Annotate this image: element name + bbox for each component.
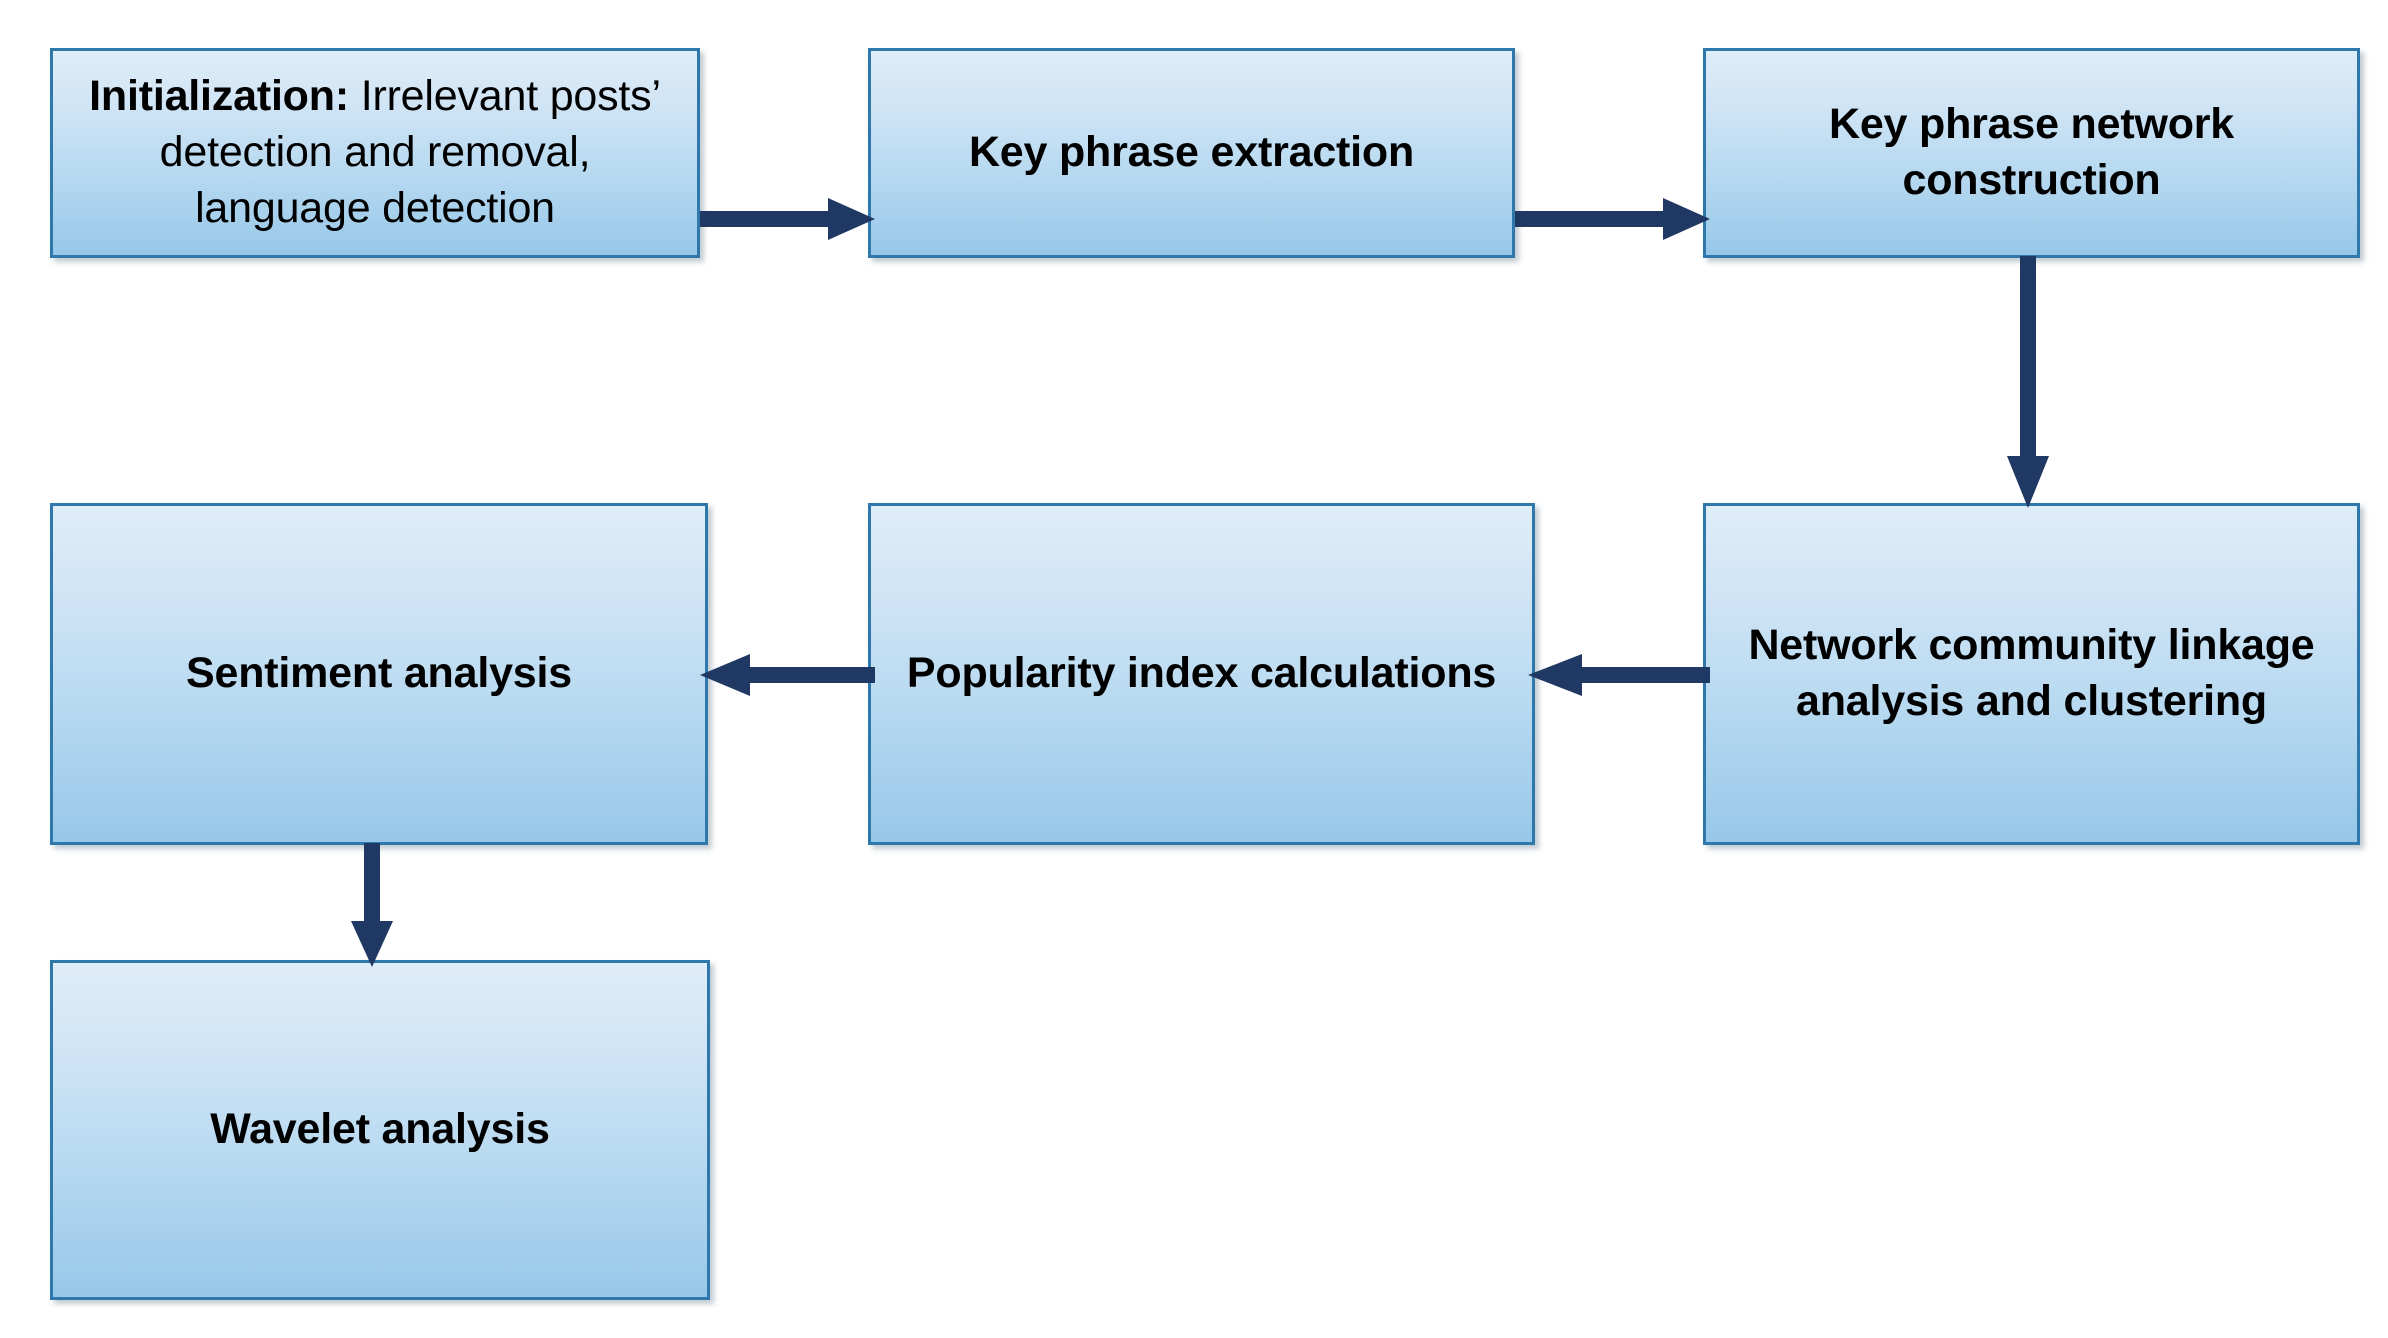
flow-node-initialization-lead: Initialization: (89, 72, 349, 121)
arrow-left-icon-community-to-popularity (1528, 652, 1710, 698)
arrow-right-icon-init-to-extraction (700, 196, 875, 242)
flow-node-wavelet-analysis-label: Wavelet analysis (210, 1105, 550, 1154)
arrow-right-icon-extraction-to-network (1515, 196, 1710, 242)
flow-node-sentiment-analysis-label: Sentiment analysis (186, 649, 572, 698)
flow-node-keyphrase-network-construction-label: Key phrase network construction (1828, 100, 2235, 204)
arrow-down-icon-network-to-community (2005, 256, 2051, 508)
flow-node-initialization[interactable]: Initialization: Irrelevant posts’ detect… (50, 48, 700, 258)
flow-node-keyphrase-extraction-label: Key phrase extraction (968, 128, 1415, 177)
arrow-left-icon-popularity-to-sentiment (700, 652, 875, 698)
flow-node-keyphrase-extraction[interactable]: Key phrase extraction (868, 48, 1515, 258)
flow-node-initialization-rest: Irrelevant posts’ detection and removal,… (159, 72, 661, 232)
arrow-down-icon-sentiment-to-wavelet (349, 843, 395, 967)
flow-node-network-community-clustering[interactable]: Network community linkage analysis and c… (1703, 503, 2360, 845)
flow-node-wavelet-analysis[interactable]: Wavelet analysis (50, 960, 710, 1300)
flow-node-popularity-index-calculations-label: Popularity index calculations (906, 649, 1497, 698)
flow-node-network-community-clustering-label: Network community linkage analysis and c… (1748, 621, 2315, 725)
flow-node-keyphrase-network-construction[interactable]: Key phrase network construction (1703, 48, 2360, 258)
flow-node-initialization-label: Initialization: Irrelevant posts’ detect… (53, 69, 697, 237)
flow-node-popularity-index-calculations[interactable]: Popularity index calculations (868, 503, 1535, 845)
flow-node-sentiment-analysis[interactable]: Sentiment analysis (50, 503, 708, 845)
